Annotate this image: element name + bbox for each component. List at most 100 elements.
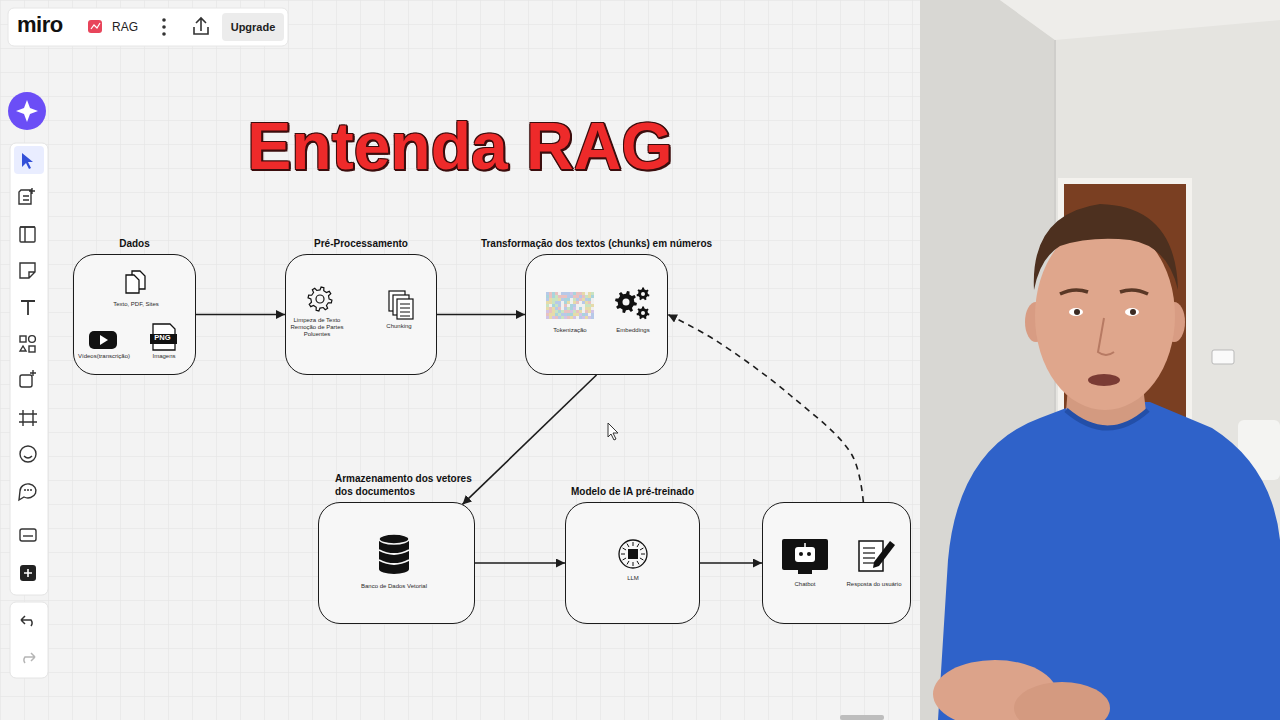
item-label: Embeddings	[607, 327, 659, 334]
token-pixel	[585, 301, 588, 304]
item-label: Banco de Dados Vetorial	[352, 583, 436, 590]
token-pixel	[573, 316, 576, 319]
token-pixel	[573, 295, 576, 298]
token-pixel	[576, 310, 579, 313]
token-pixel	[546, 316, 549, 319]
token-pixel	[564, 316, 567, 319]
chip-core	[628, 549, 638, 559]
token-pixel	[555, 313, 558, 316]
token-pixel	[546, 301, 549, 304]
token-pixel	[567, 295, 570, 298]
chip-trace	[627, 544, 629, 547]
token-pixel	[567, 310, 570, 313]
token-pixel	[588, 313, 591, 316]
token-pixel	[558, 307, 561, 310]
note-line	[863, 557, 875, 558]
token-pixel	[582, 292, 585, 295]
token-pixel	[555, 295, 558, 298]
gear-hole	[641, 292, 645, 296]
token-pixel	[564, 310, 567, 313]
token-pixel	[591, 310, 594, 313]
frame-tool	[20, 227, 35, 242]
token-pixel	[570, 310, 573, 313]
token-pixel	[549, 298, 552, 301]
mouse-cursor	[608, 423, 618, 440]
token-pixel	[549, 295, 552, 298]
sticker-tool	[20, 446, 36, 462]
token-pixel	[585, 295, 588, 298]
undo-icon	[21, 616, 32, 626]
token-pixel	[588, 292, 591, 295]
process-box: DadosTexto, PDF, SitesVídeos(transcrição…	[73, 254, 196, 375]
chunk-line	[400, 304, 410, 305]
comment-dot	[27, 489, 29, 491]
token-pixel	[582, 295, 585, 298]
token-pixel	[561, 310, 564, 313]
token-pixel	[561, 316, 564, 319]
text-tool	[21, 301, 35, 315]
token-pixel	[582, 307, 585, 310]
token-pixel	[582, 310, 585, 313]
button-label: Upgrade	[222, 13, 284, 41]
menu-dot	[162, 32, 166, 36]
sticker-tool	[24, 456, 32, 458]
token-pixel	[549, 301, 552, 304]
eye	[1069, 308, 1083, 316]
token-pixel	[558, 316, 561, 319]
comment-tool	[19, 484, 36, 500]
canvas-grid	[0, 0, 920, 720]
box-heading: Modelo de IA pré-treinado	[571, 486, 694, 499]
database-icon	[379, 564, 409, 574]
token-pixel	[576, 307, 579, 310]
frame-tool-line	[20, 227, 35, 242]
shape-tool	[29, 336, 36, 343]
redo-icon	[24, 653, 35, 663]
token-pixel	[585, 298, 588, 301]
icon-group	[546, 288, 649, 320]
token-pixel	[555, 298, 558, 301]
token-pixel	[582, 298, 585, 301]
flow-arrow	[475, 562, 565, 564]
gear-icon	[308, 287, 332, 311]
eye	[1125, 308, 1139, 316]
board-icon	[88, 20, 102, 33]
token-pixel	[549, 304, 552, 307]
token-pixel	[591, 316, 594, 319]
token-pixel	[555, 292, 558, 295]
box-heading: Transformação dos textos (chunks) em núm…	[481, 238, 712, 251]
token-pixel	[564, 292, 567, 295]
icon-group	[782, 539, 895, 574]
token-pixel	[567, 316, 570, 319]
hair	[1034, 204, 1178, 290]
token-pixel	[564, 304, 567, 307]
gear-hole	[316, 295, 324, 303]
embed-tool	[20, 529, 36, 541]
gear-hole	[641, 311, 645, 315]
item-label: Limpeza de Texto Remoção de Partes Polue…	[288, 317, 346, 339]
token-pixel	[579, 298, 582, 301]
robot-antenna	[804, 543, 806, 547]
process-box: Transformação dos textos (chunks) em núm…	[525, 254, 668, 375]
token-pixel	[585, 316, 588, 319]
pen-icon	[873, 541, 895, 568]
item-label: Chunking	[377, 323, 421, 330]
token-pixel	[579, 316, 582, 319]
chip-trace	[637, 544, 639, 547]
token-pixel	[552, 316, 555, 319]
token-pixel	[552, 295, 555, 298]
token-pixel	[579, 292, 582, 295]
gear-icon	[637, 307, 650, 320]
connector-tool	[30, 370, 36, 376]
board-name: RAG	[112, 20, 138, 34]
token-pixel	[576, 304, 579, 307]
share-icon	[194, 18, 208, 34]
token-pixel	[555, 301, 558, 304]
brain-chip-icon	[619, 540, 647, 568]
token-pixel	[582, 301, 585, 304]
monitor-icon	[782, 539, 828, 570]
token-pixel	[567, 313, 570, 316]
icon-group	[89, 271, 177, 350]
menu-dot	[162, 25, 166, 29]
robot-eye	[807, 552, 811, 556]
box-icons	[566, 503, 701, 625]
